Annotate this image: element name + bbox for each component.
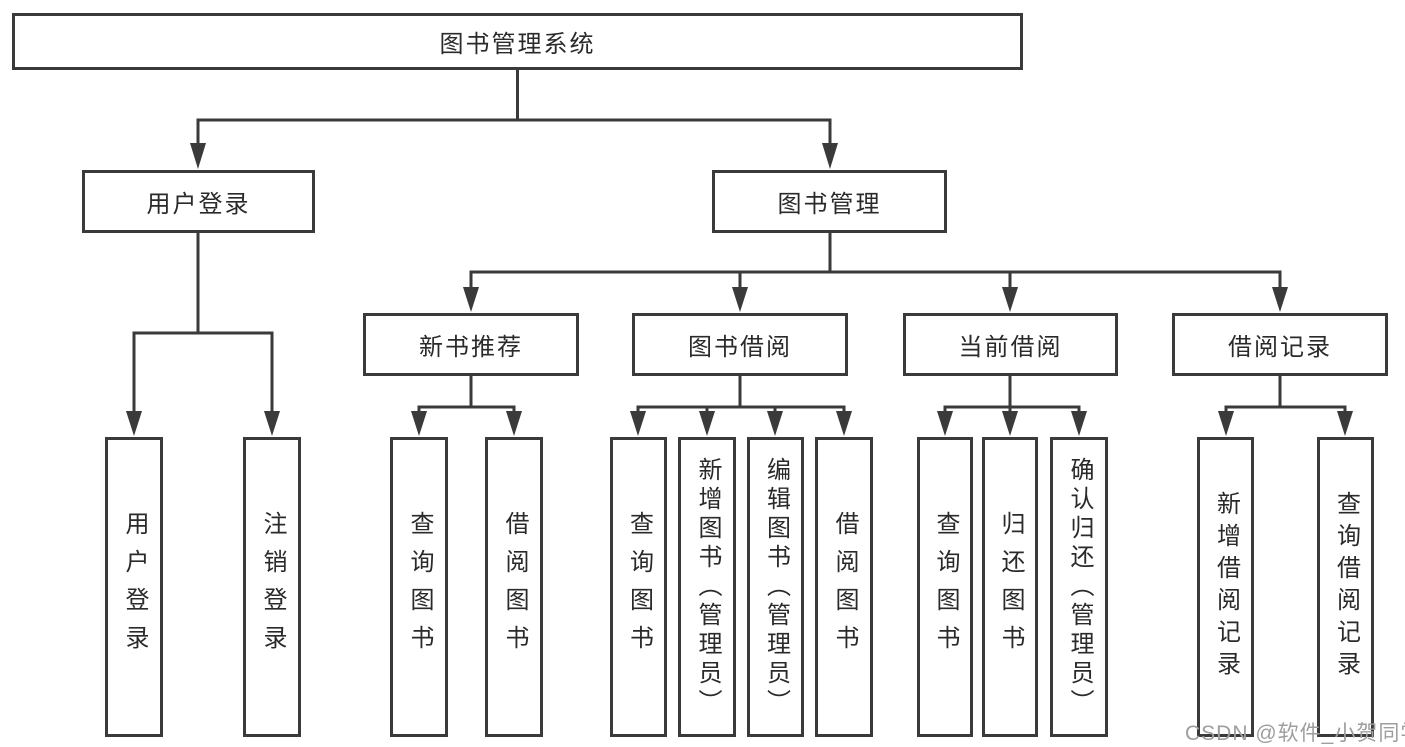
node-leaf-confirm-return-admin-label: 确认归还（管理员） bbox=[1066, 456, 1093, 718]
node-leaf-newrec-query-books: 查询图书 bbox=[390, 437, 448, 737]
node-leaf-borrow-query-books: 查询图书 bbox=[610, 437, 667, 737]
node-current-borrowing: 当前借阅 bbox=[903, 313, 1118, 376]
node-leaf-logout: 注销登录 bbox=[243, 437, 301, 737]
connector-records-to-children bbox=[1224, 376, 1347, 413]
node-borrowing-records: 借阅记录 bbox=[1172, 313, 1388, 376]
connector-borrowing-to-children bbox=[636, 376, 846, 413]
node-leaf-add-books-admin: 新增图书（管理员） bbox=[678, 437, 736, 737]
connector-root-to-level1 bbox=[196, 70, 832, 146]
arrowheads bbox=[126, 143, 1353, 436]
node-root-system-label: 图书管理系统 bbox=[439, 31, 596, 58]
node-new-book-recommend-label: 新书推荐 bbox=[419, 334, 523, 361]
connector-bookmgmt-to-level2 bbox=[469, 233, 1282, 290]
node-leaf-newrec-query-books-label: 查询图书 bbox=[406, 511, 433, 663]
connector-current-to-children bbox=[943, 376, 1081, 413]
node-leaf-borrow-query-books-label: 查询图书 bbox=[625, 511, 653, 663]
node-book-borrowing-label: 图书借阅 bbox=[688, 334, 792, 361]
node-leaf-borrow-books-label: 借阅图书 bbox=[831, 511, 858, 663]
node-borrowing-records-label: 借阅记录 bbox=[1228, 334, 1332, 361]
node-leaf-edit-books-admin-label: 编辑图书（管理员） bbox=[762, 456, 790, 718]
node-book-borrowing: 图书借阅 bbox=[632, 313, 848, 376]
node-book-management-label: 图书管理 bbox=[777, 191, 882, 218]
connector-newbooks-to-children bbox=[417, 376, 516, 413]
node-root-system: 图书管理系统 bbox=[12, 13, 1023, 70]
node-leaf-borrow-books: 借阅图书 bbox=[815, 437, 873, 737]
node-leaf-add-borrow-record: 新增借阅记录 bbox=[1197, 437, 1254, 737]
node-leaf-confirm-return-admin: 确认归还（管理员） bbox=[1050, 437, 1108, 737]
connector-userlogin-to-children bbox=[132, 233, 274, 412]
node-leaf-edit-books-admin: 编辑图书（管理员） bbox=[747, 437, 804, 737]
node-user-login: 用户登录 bbox=[82, 170, 315, 233]
node-current-borrowing-label: 当前借阅 bbox=[958, 334, 1063, 361]
node-leaf-query-borrow-record-label: 查询借阅记录 bbox=[1332, 491, 1360, 683]
node-user-login-label: 用户登录 bbox=[146, 191, 251, 218]
node-leaf-logout-label: 注销登录 bbox=[259, 511, 286, 663]
node-leaf-current-query-books-label: 查询图书 bbox=[932, 511, 959, 663]
csdn-watermark: CSDN @软件_小贺同学 bbox=[1185, 722, 1405, 745]
node-book-management: 图书管理 bbox=[712, 170, 947, 233]
node-leaf-add-books-admin-label: 新增图书（管理员） bbox=[694, 456, 721, 718]
node-leaf-current-query-books: 查询图书 bbox=[917, 437, 973, 737]
node-leaf-return-books: 归还图书 bbox=[982, 437, 1038, 737]
node-leaf-return-books-label: 归还图书 bbox=[997, 511, 1024, 663]
node-leaf-query-borrow-record: 查询借阅记录 bbox=[1317, 437, 1374, 737]
node-new-book-recommend: 新书推荐 bbox=[363, 313, 579, 376]
node-leaf-newrec-borrow-books-label: 借阅图书 bbox=[501, 511, 528, 663]
node-leaf-user-login: 用户登录 bbox=[105, 437, 163, 737]
node-leaf-add-borrow-record-label: 新增借阅记录 bbox=[1212, 491, 1240, 683]
node-leaf-newrec-borrow-books: 借阅图书 bbox=[485, 437, 543, 737]
node-leaf-user-login-label: 用户登录 bbox=[121, 511, 148, 663]
